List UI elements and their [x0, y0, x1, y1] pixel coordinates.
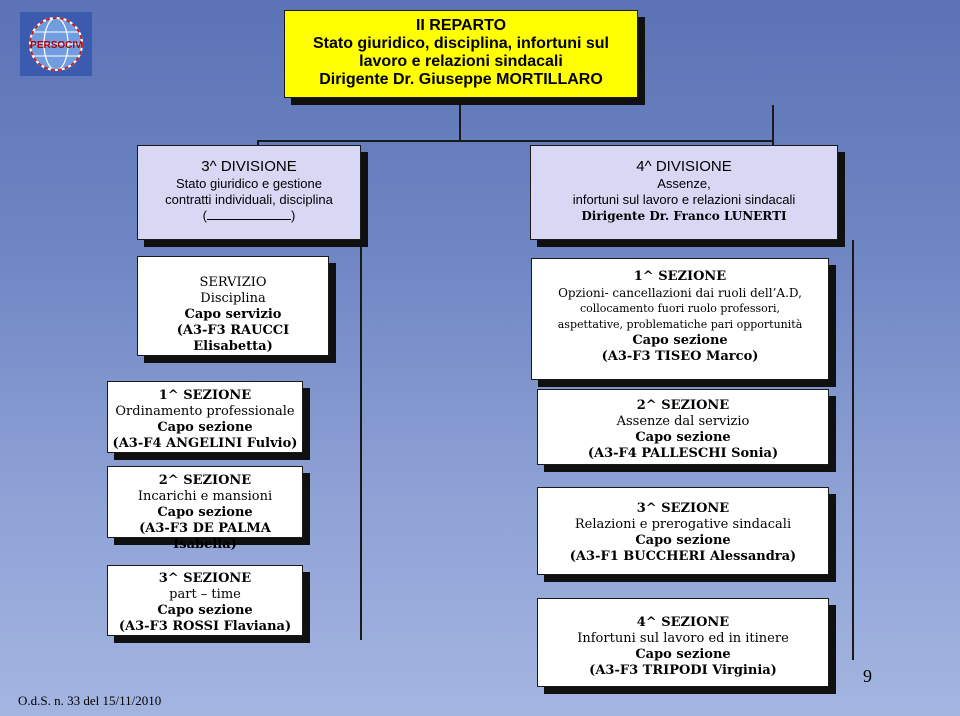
section-desc: collocamento fuori ruolo professori, — [579, 302, 781, 315]
connector-line — [852, 240, 854, 660]
section-person: (A3-F3 TISEO Marco) — [601, 349, 759, 364]
left-section-2: 2^ SEZIONE Incarichi e mansioni Capo sez… — [107, 466, 303, 552]
section-person: (A3-F4 PALLESCHI Sonia) — [587, 446, 779, 461]
section-desc: Relazioni e prerogative sindacali — [574, 517, 792, 532]
servizio-box: SERVIZIO Disciplina Capo servizio (A3-F3… — [137, 256, 329, 356]
right-section-2: 2^ SEZIONE Assenze dal servizio Capo sez… — [537, 389, 829, 465]
connector-line — [772, 105, 774, 145]
section-role: Capo sezione — [632, 333, 728, 348]
section-desc: part – time — [169, 587, 241, 602]
logo-text: PERSOCIV — [30, 40, 82, 51]
header-title: II REPARTO — [415, 17, 507, 34]
connector-line — [360, 240, 362, 640]
right-section-4: 4^ SEZIONE Infortuni sul lavoro ed in it… — [537, 598, 829, 687]
section-title: 3^ SEZIONE — [158, 571, 252, 586]
division-3-box: 3^ DIVISIONE Stato giuridico e gestione … — [137, 145, 361, 240]
header-subtitle: Stato giuridico, disciplina, infortuni s… — [312, 35, 609, 52]
right-section-3: 3^ SEZIONE Relazioni e prerogative sinda… — [537, 487, 829, 575]
section-title: 2^ SEZIONE — [158, 473, 252, 488]
left-section-1: 1^ SEZIONE Ordinamento professionale Cap… — [107, 381, 303, 453]
header-director: Dirigente Dr. Giuseppe MORTILLARO — [319, 71, 603, 88]
section-title: 1^ SEZIONE — [633, 269, 727, 284]
section-desc: Ordinamento professionale — [115, 404, 295, 419]
left-section-3: 3^ SEZIONE part – time Capo sezione (A3-… — [107, 565, 303, 636]
page-number: 9 — [863, 666, 872, 686]
division-director: Dirigente Dr. Franco LUNERTI — [581, 209, 787, 223]
division-desc: contratti individuali, disciplina — [165, 192, 333, 207]
connector-line — [257, 140, 259, 148]
section-role: Capo sezione — [157, 505, 253, 520]
division-title: 4^ DIVISIONE — [636, 158, 732, 175]
section-desc: aspettative, problematiche pari opportun… — [557, 318, 803, 331]
section-role: Capo sezione — [635, 533, 731, 548]
section-title: 2^ SEZIONE — [636, 398, 730, 413]
servizio-role: Capo servizio — [184, 307, 282, 322]
section-person: (A3-F3 DE PALMA Isabella) — [139, 521, 271, 552]
section-title: 1^ SEZIONE — [158, 388, 252, 403]
section-person: (A3-F4 ANGELINI Fulvio) — [112, 436, 298, 451]
right-section-1: 1^ SEZIONE Opzioni- cancellazioni dai ru… — [531, 258, 829, 380]
footer-reference: O.d.S. n. 33 del 15/11/2010 — [18, 693, 162, 708]
section-person: (A3-F1 BUCCHERI Alessandra) — [569, 549, 797, 564]
division-4-box: 4^ DIVISIONE Assenze, infortuni sul lavo… — [530, 145, 838, 240]
division-director: () — [202, 208, 296, 223]
section-desc: Assenze dal servizio — [616, 414, 750, 429]
header-box: II REPARTO Stato giuridico, disciplina, … — [284, 10, 638, 98]
section-role: Capo sezione — [635, 430, 731, 445]
section-title: 3^ SEZIONE — [636, 501, 730, 516]
section-role: Capo sezione — [635, 647, 731, 662]
division-desc: Assenze, — [657, 176, 711, 191]
section-desc: Infortuni sul lavoro ed in itinere — [577, 631, 789, 646]
servizio-desc: Disciplina — [200, 291, 266, 306]
servizio-person: (A3-F3 RAUCCI Elisabetta) — [176, 323, 290, 354]
globe-logo-icon: PERSOCIV — [20, 12, 92, 76]
connector-line — [257, 140, 774, 142]
header-subtitle: lavoro e relazioni sindacali — [359, 53, 563, 70]
section-title: 4^ SEZIONE — [636, 615, 730, 630]
connector-line — [459, 105, 461, 141]
section-person: (A3-F3 ROSSI Flaviana) — [118, 619, 292, 634]
division-desc: Stato giuridico e gestione — [176, 176, 322, 191]
section-role: Capo sezione — [157, 603, 253, 618]
division-desc: infortuni sul lavoro e relazioni sindaca… — [572, 192, 796, 207]
section-role: Capo sezione — [157, 420, 253, 435]
section-desc: Incarichi e mansioni — [137, 489, 273, 504]
section-person: (A3-F3 TRIPODI Virginia) — [589, 663, 777, 678]
division-title: 3^ DIVISIONE — [201, 158, 297, 175]
section-desc: Opzioni- cancellazioni dai ruoli dell’A.… — [558, 286, 802, 300]
servizio-title: SERVIZIO — [199, 275, 267, 290]
